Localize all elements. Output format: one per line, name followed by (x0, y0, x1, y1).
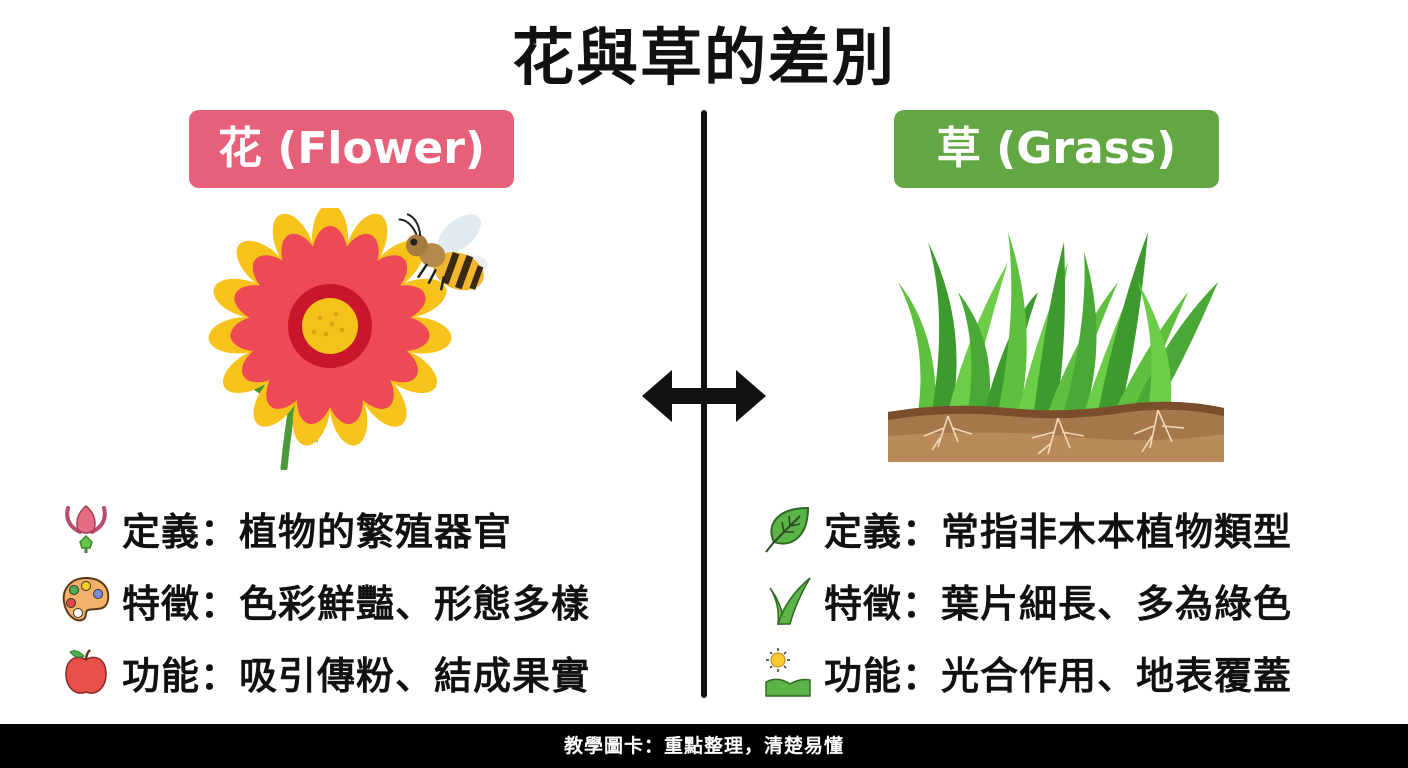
flower-features-list: 定義：植物的繁殖器官 特徵：色彩鮮豔、形態多樣 功能：吸引傳粉、結成果實 (60, 492, 590, 708)
flower-function-row: 功能：吸引傳粉、結成果實 (60, 636, 590, 708)
leaf-icon (765, 506, 810, 553)
apple-icon (65, 649, 107, 694)
flower-function-text: 功能：吸引傳粉、結成果實 (122, 653, 591, 698)
flower-definition-row: 定義：植物的繁殖器官 (60, 492, 590, 564)
grass-blade-icon (769, 577, 811, 625)
grass-function-text: 功能：光合作用、地表覆蓋 (824, 653, 1293, 698)
grass-feature-row: 特徵：葉片細長、多為綠色 (762, 564, 1292, 636)
grass-function-row: 功能：光合作用、地表覆蓋 (762, 636, 1292, 708)
flower-feature-row: 特徵：色彩鮮豔、形態多樣 (60, 564, 590, 636)
grass-roots-illustration (888, 232, 1224, 462)
page-title: 花與草的差別 (511, 21, 896, 94)
footer-caption: 教學圖卡：重點整理，清楚易懂 (0, 724, 1408, 768)
grass-definition-row: 定義：常指非木本植物類型 (762, 492, 1292, 564)
flower-pistil-icon (65, 505, 107, 553)
flower-feature-text: 特徵：色彩鮮豔、形態多樣 (122, 581, 591, 626)
paint-palette-icon (62, 576, 110, 622)
grass-badge: 草 (Grass) (894, 110, 1219, 188)
grass-features-list: 定義：常指非木本植物類型 特徵：葉片細長、多為綠色 功能：光合作用、地表覆蓋 (762, 492, 1292, 708)
flower-definition-text: 定義：植物的繁殖器官 (122, 509, 513, 554)
flower-badge: 花 (Flower) (189, 110, 514, 188)
flower-bee-illustration (208, 208, 488, 470)
sun-hill-icon (765, 648, 811, 697)
grass-definition-text: 定義：常指非木本植物類型 (824, 509, 1293, 554)
double-arrow-icon (642, 370, 766, 422)
grass-feature-text: 特徵：葉片細長、多為綠色 (824, 581, 1293, 626)
